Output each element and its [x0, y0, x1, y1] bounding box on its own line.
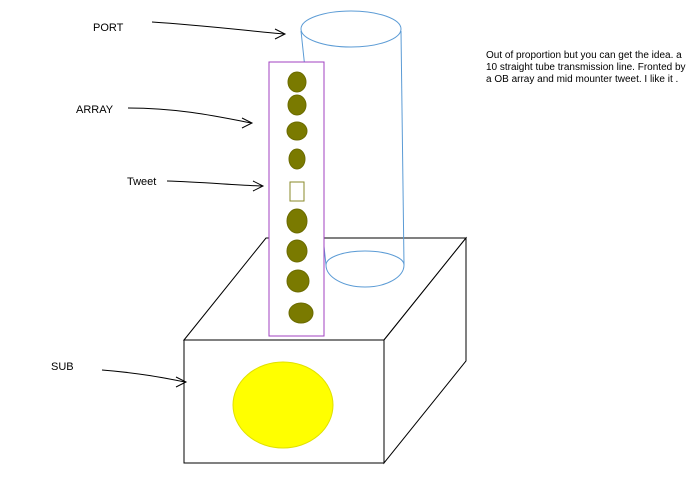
port-tube-bottom-rim — [325, 264, 405, 288]
array-driver — [288, 302, 314, 324]
array-label: ARRAY — [76, 104, 114, 116]
array-driver — [287, 71, 307, 93]
array-drivers — [286, 71, 314, 324]
port-label: PORT — [93, 22, 124, 34]
array-arrow — [127, 107, 254, 129]
array-driver — [288, 148, 306, 170]
sub-label: SUB — [51, 361, 74, 373]
array-driver — [286, 269, 310, 293]
port-tube-top-rim — [300, 10, 402, 48]
arrows — [101, 21, 287, 388]
port-arrow — [151, 21, 287, 40]
sub-driver — [232, 361, 334, 449]
array-driver — [287, 94, 307, 116]
tweet-arrow — [166, 180, 265, 192]
port-tube-bottom-rim-back — [325, 250, 405, 266]
description-note: Out of proportion but you can get the id… — [486, 50, 686, 85]
array-driver — [286, 121, 308, 141]
tweeter — [289, 181, 305, 202]
array-driver — [286, 208, 308, 234]
sub-arrow — [101, 369, 188, 388]
tweet-label: Tweet — [127, 176, 157, 188]
array-driver — [286, 239, 308, 263]
